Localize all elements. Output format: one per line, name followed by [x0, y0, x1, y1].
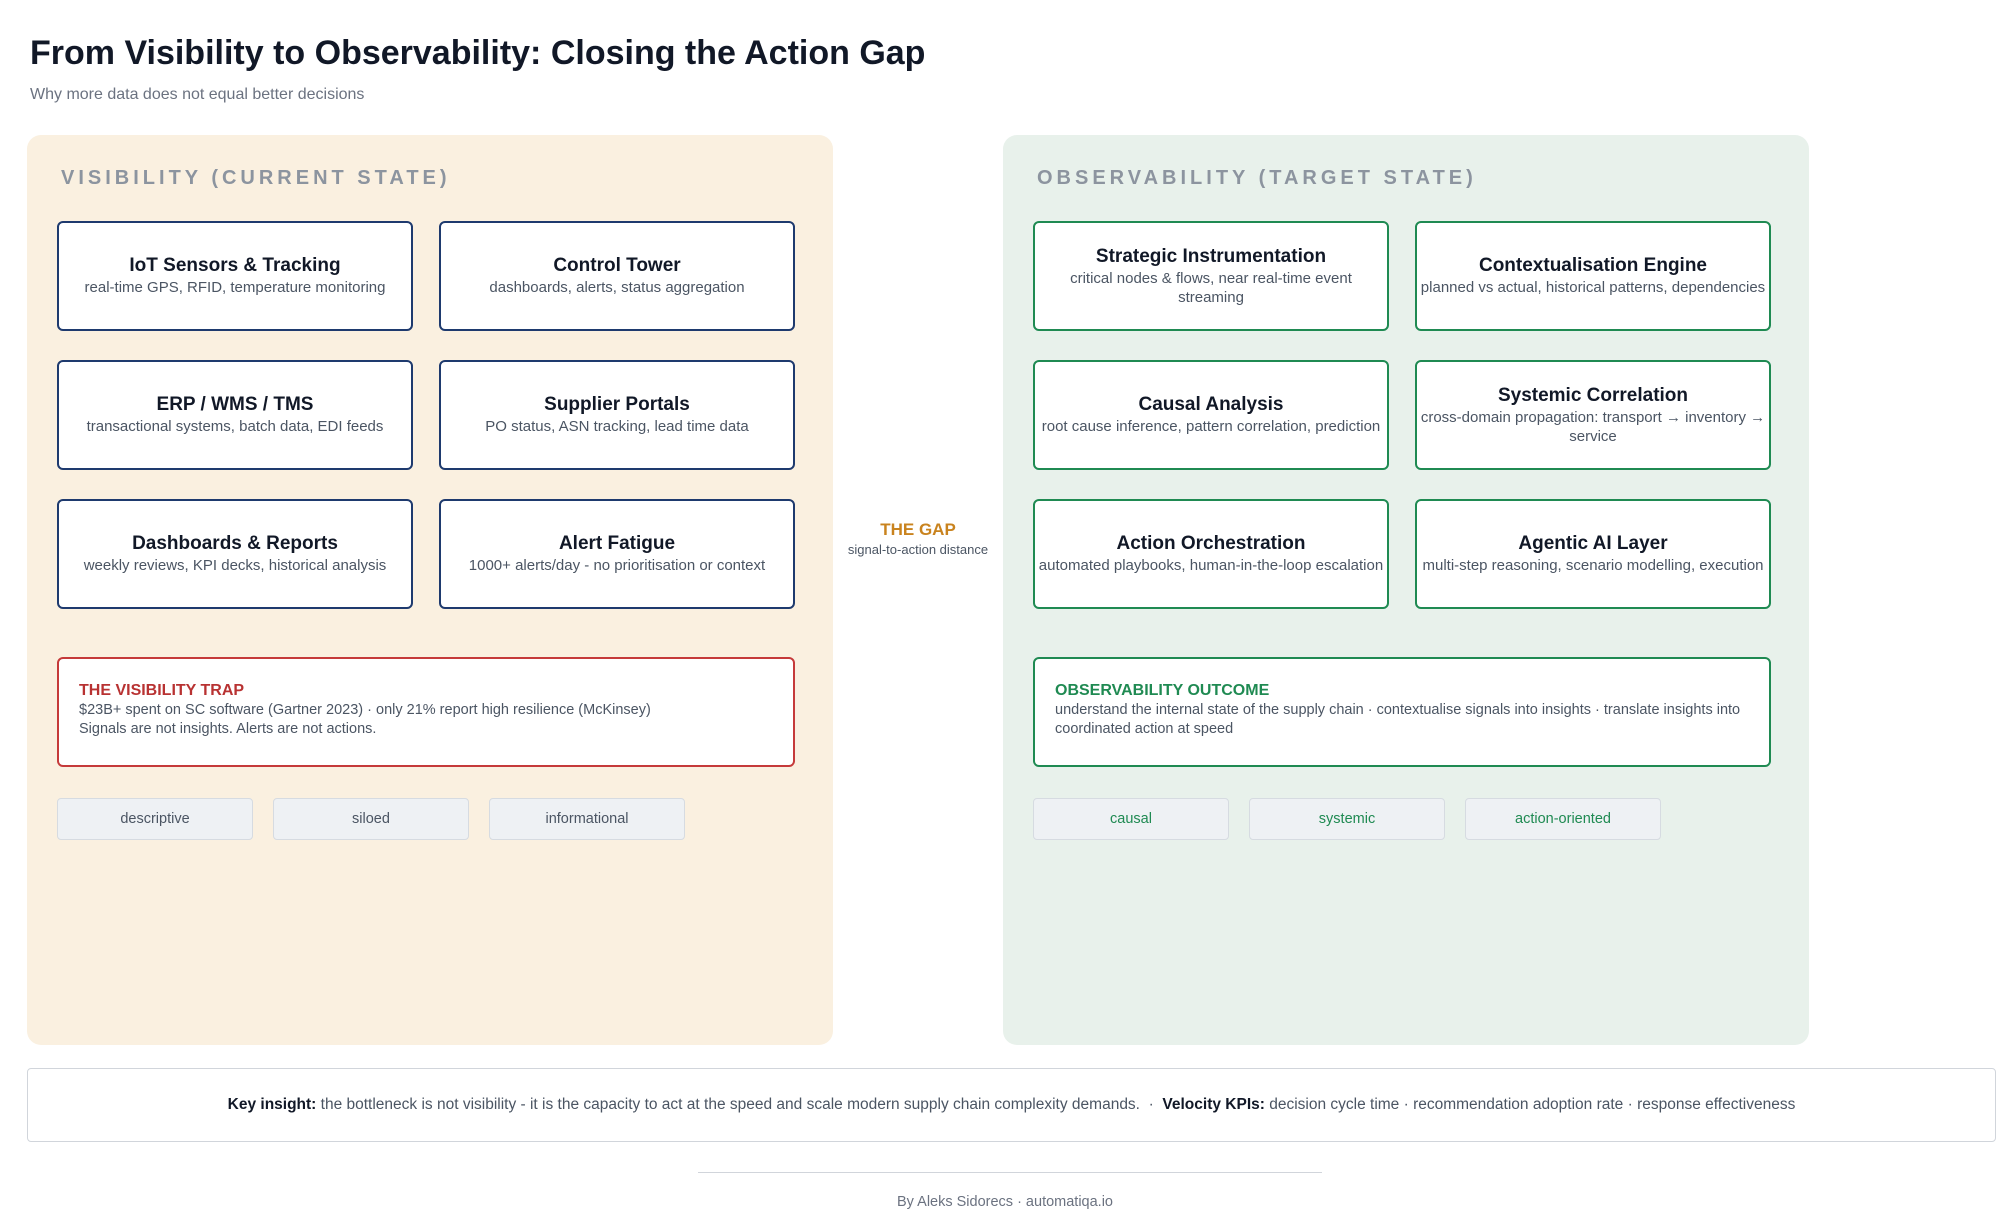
card-alert-fatigue: Alert Fatigue 1000+ alerts/day - no prio… [439, 499, 795, 609]
card-desc: 1000+ alerts/day - no prioritisation or … [468, 557, 766, 574]
card-contextualisation-engine: Contextualisation Engine planned vs actu… [1415, 221, 1771, 331]
card-title: Supplier Portals [544, 394, 690, 415]
callout-text: understand the internal state of the sup… [1055, 702, 1741, 737]
tag-action-oriented: action-oriented [1465, 798, 1661, 840]
page-subtitle: Why more data does not equal better deci… [30, 86, 365, 103]
observability-panel-label: OBSERVABILITY (TARGET STATE) [1037, 167, 1477, 189]
card-desc: automated playbooks, human-in-the-loop e… [1038, 557, 1384, 574]
card-title: Alert Fatigue [558, 533, 676, 554]
key-insight-label: Key insight: [227, 1096, 317, 1113]
card-strategic-instrumentation: Strategic Instrumentation critical nodes… [1033, 221, 1389, 331]
visibility-panel-label: VISIBILITY (CURRENT STATE) [61, 167, 451, 189]
card-causal-analysis: Causal Analysis root cause inference, pa… [1033, 360, 1389, 470]
card-desc: transactional systems, batch data, EDI f… [86, 418, 384, 435]
gap-label: THE GAP signal-to-action distance [833, 520, 1003, 560]
card-title: Systemic Correlation [1497, 384, 1689, 406]
tag-informational: informational [489, 798, 685, 840]
key-insight-text: the bottleneck is not visibility - it is… [316, 1096, 1140, 1113]
tag-systemic: systemic [1249, 798, 1445, 840]
card-erp-wms-tms: ERP / WMS / TMS transactional systems, b… [57, 360, 413, 470]
velocity-kpis-text: decision cycle time · recommendation ado… [1264, 1096, 1796, 1113]
observability-outcome-callout: OBSERVABILITY OUTCOME understand the int… [1033, 657, 1771, 767]
velocity-kpis-label: Velocity KPIs: [1162, 1096, 1265, 1113]
card-desc: root cause inference, pattern correlatio… [1041, 418, 1381, 435]
card-title: Dashboards & Reports [132, 533, 338, 554]
card-systemic-correlation: Systemic Correlation cross-domain propag… [1415, 360, 1771, 470]
key-insight-bar: Key insight: the bottleneck is not visib… [27, 1068, 1996, 1142]
card-desc: planned vs actual, historical patterns, … [1420, 279, 1766, 296]
tag-causal: causal [1033, 798, 1229, 840]
card-desc: dashboards, alerts, status aggregation [489, 279, 745, 296]
card-title: Action Orchestration [1116, 533, 1306, 554]
card-title: Control Tower [553, 255, 681, 276]
card-desc: weekly reviews, KPI decks, historical an… [83, 557, 387, 574]
card-title: Contextualisation Engine [1478, 255, 1708, 276]
card-desc: critical nodes & flows, near real-time e… [1070, 269, 1352, 306]
card-supplier-portals: Supplier Portals PO status, ASN tracking… [439, 360, 795, 470]
card-desc: multi-step reasoning, scenario modelling… [1422, 557, 1764, 574]
tag-siloed: siloed [273, 798, 469, 840]
card-desc: cross-domain propagation: transport → in… [1420, 408, 1766, 445]
gap-subtitle: signal-to-action distance [847, 542, 989, 557]
callout-title: OBSERVABILITY OUTCOME [1055, 682, 1270, 699]
card-agentic-ai-layer: Agentic AI Layer multi-step reasoning, s… [1415, 499, 1771, 609]
callout-text: Signals are not insights. Alerts are not… [79, 721, 377, 737]
callout-title: THE VISIBILITY TRAP [79, 682, 245, 699]
card-action-orchestration: Action Orchestration automated playbooks… [1033, 499, 1389, 609]
gap-title: THE GAP [880, 520, 956, 539]
observability-panel: OBSERVABILITY (TARGET STATE) Strategic I… [1003, 135, 1809, 1045]
card-title: Strategic Instrumentation [1095, 245, 1327, 267]
card-title: Agentic AI Layer [1518, 533, 1668, 554]
callout-text: $23B+ spent on SC software (Gartner 2023… [79, 702, 651, 718]
footer-divider [698, 1172, 1322, 1173]
card-desc: real-time GPS, RFID, temperature monitor… [84, 279, 386, 296]
card-desc: PO status, ASN tracking, lead time data [485, 418, 749, 435]
tag-descriptive: descriptive [57, 798, 253, 840]
visibility-trap-callout: THE VISIBILITY TRAP $23B+ spent on SC so… [57, 657, 795, 767]
page-title: From Visibility to Observability: Closin… [30, 34, 926, 72]
card-title: IoT Sensors & Tracking [129, 255, 341, 276]
insight-separator: · [1140, 1096, 1163, 1113]
card-iot-sensors: IoT Sensors & Tracking real-time GPS, RF… [57, 221, 413, 331]
card-title: Causal Analysis [1138, 394, 1284, 415]
card-title: ERP / WMS / TMS [156, 394, 314, 415]
card-control-tower: Control Tower dashboards, alerts, status… [439, 221, 795, 331]
card-dashboards-reports: Dashboards & Reports weekly reviews, KPI… [57, 499, 413, 609]
footer-credit: By Aleks Sidorecs · automatiqa.io [897, 1194, 1113, 1210]
visibility-panel: VISIBILITY (CURRENT STATE) IoT Sensors &… [27, 135, 833, 1045]
